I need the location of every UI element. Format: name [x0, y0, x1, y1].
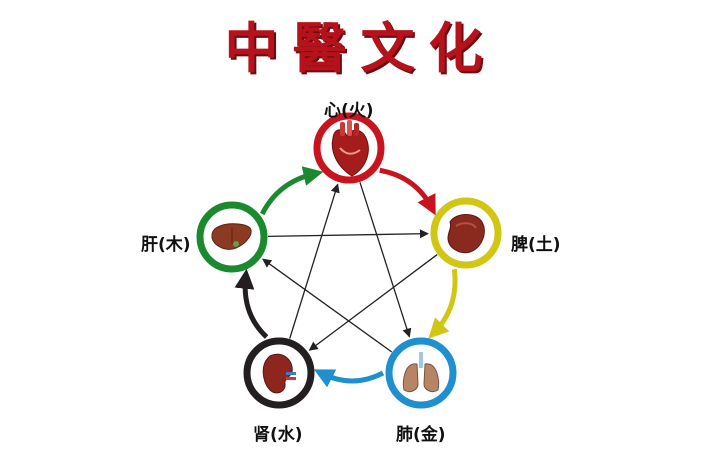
node-heart [313, 112, 385, 184]
generate-arrow-spleen-lung [428, 268, 458, 339]
generate-arrow-heart-spleen [379, 167, 436, 216]
control-arrow-liver-spleen [267, 229, 429, 239]
control-arrow-lung-liver [262, 258, 393, 353]
generate-arrow-liver-heart [260, 166, 324, 216]
label-heart: 心(火) [324, 101, 374, 121]
node-liver [196, 201, 268, 273]
node-spleen [430, 197, 502, 269]
control-arrow-spleen-kidney [308, 254, 438, 351]
generating-cycle-arrows [234, 166, 458, 388]
label-spleen: 脾(土) [511, 235, 561, 255]
generate-arrow-lung-kidney [313, 369, 385, 388]
page-title: 中醫文化 [224, 16, 497, 80]
label-liver: 肝(木) [141, 235, 191, 255]
node-lung [385, 337, 457, 409]
controlling-cycle-arrows [262, 182, 438, 353]
control-arrow-heart-lung [359, 182, 412, 338]
node-kidney [243, 337, 315, 409]
lungs-icon [402, 352, 440, 393]
spleen-icon [447, 214, 485, 254]
label-kidney: 肾(水) [253, 425, 303, 445]
label-lung: 肺(金) [396, 425, 446, 445]
kidney-icon [262, 353, 296, 394]
generate-arrow-kidney-liver [234, 268, 269, 339]
control-arrow-kidney-heart [289, 183, 340, 339]
liver-icon [211, 223, 252, 250]
heart-icon [331, 120, 369, 177]
